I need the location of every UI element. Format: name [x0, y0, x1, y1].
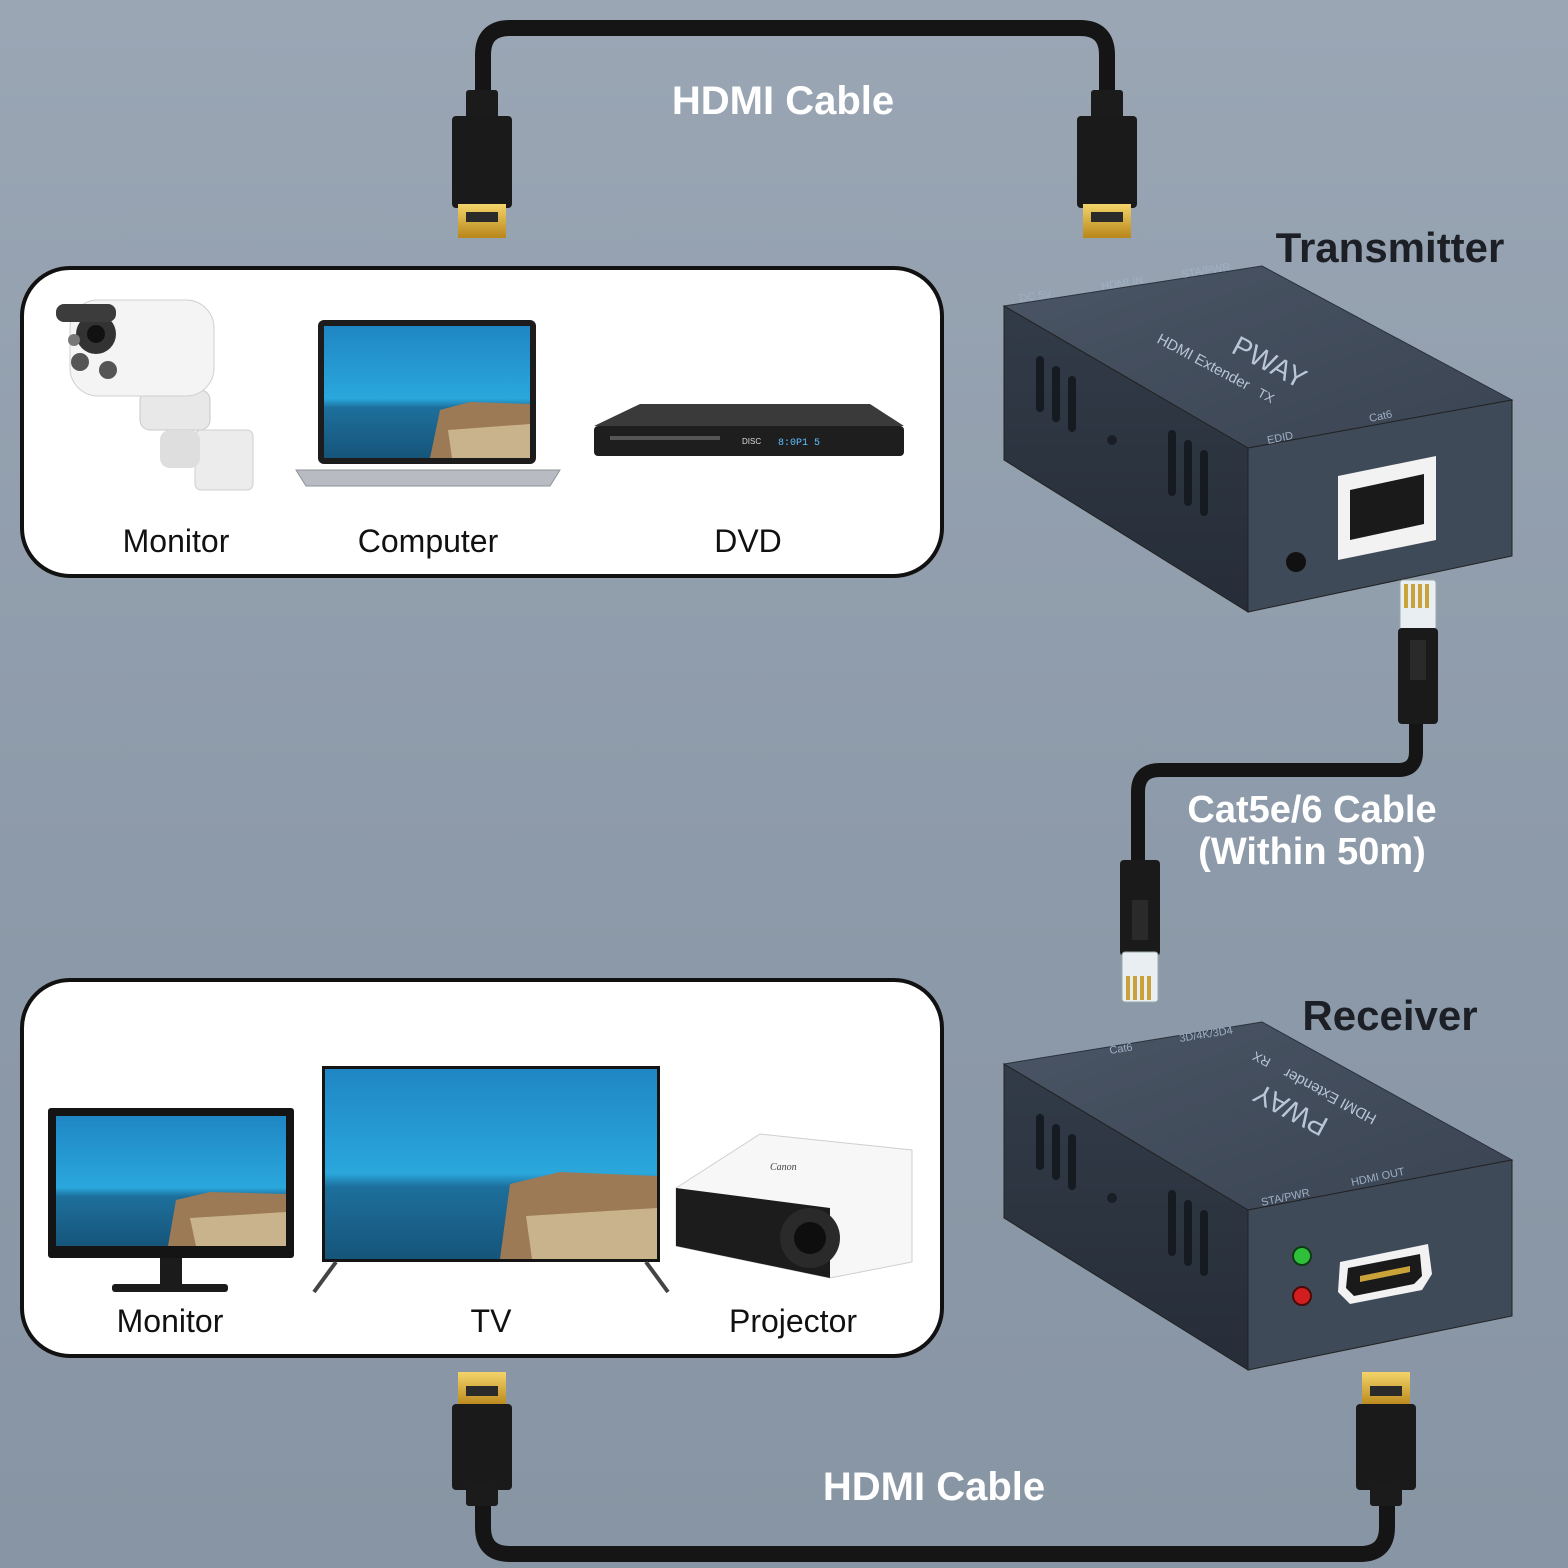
bottom-left-hdmi-connector — [452, 1372, 512, 1506]
dvd-player-icon: 8:0P1 5 DISC — [594, 404, 904, 456]
receiver-hdmi-port — [1338, 1244, 1432, 1304]
display-label-monitor: Monitor — [117, 1303, 224, 1339]
projector-icon: Canon — [675, 1133, 913, 1279]
transmitter-device: PWAY HDMI Extender TX EDID Cat6 DC 5V HD… — [1002, 224, 1514, 613]
cat-cable: Cat5e/6 Cable (Within 50m) — [1120, 579, 1438, 1003]
tv-icon — [312, 1066, 670, 1294]
bottom-rj45-connector — [1120, 860, 1160, 1003]
source-label-dvd: DVD — [714, 523, 782, 559]
transmitter-vents — [1036, 356, 1208, 516]
top-rj45-connector — [1398, 579, 1438, 724]
bottom-right-hdmi-connector — [1356, 1372, 1416, 1506]
receiver-green-led — [1292, 1246, 1312, 1266]
display-label-projector: Projector — [729, 1303, 857, 1339]
monitor-icon — [48, 1108, 294, 1292]
transmitter-port-edid: EDID — [1266, 430, 1294, 447]
dvd-display-text: 8:0P1 5 — [778, 438, 820, 449]
displays-panel: Canon Monitor TV Projector — [20, 978, 944, 1358]
receiver-port-cat6: Cat6 — [1109, 1041, 1134, 1056]
sources-panel: 8:0P1 5 DISC Monitor Computer DVD — [20, 266, 944, 578]
transmitter-port-dc: DC 5V — [1019, 288, 1054, 305]
receiver-title: Receiver — [1302, 992, 1477, 1039]
top-hdmi-cable-label: HDMI Cable — [672, 79, 894, 123]
camera-icon — [56, 299, 254, 491]
transmitter-port-cat6: Cat6 — [1368, 408, 1393, 425]
bottom-hdmi-cable-label: HDMI Cable — [823, 1465, 1045, 1509]
display-label-tv: TV — [471, 1303, 513, 1339]
receiver-red-led — [1292, 1286, 1312, 1306]
receiver-device: PWAY HDMI Extender RX STA/PWR HDMI OUT C… — [1002, 992, 1514, 1371]
cat-cable-label-line2: (Within 50m) — [1198, 831, 1426, 873]
bottom-hdmi-cable: HDMI Cable — [452, 1372, 1416, 1562]
source-label-computer: Computer — [358, 523, 499, 559]
laptop-icon — [295, 320, 561, 487]
top-right-hdmi-connector — [1077, 90, 1137, 238]
transmitter-title: Transmitter — [1276, 224, 1505, 271]
top-left-hdmi-connector — [452, 90, 512, 238]
transmitter-rj45-port — [1338, 456, 1436, 560]
transmitter-badge: TX — [1255, 385, 1277, 406]
source-label-monitor: Monitor — [123, 523, 230, 559]
dvd-brand-text: DISC — [742, 437, 761, 446]
projector-brand-text: Canon — [770, 1162, 797, 1173]
cat-cable-label-line1: Cat5e/6 Cable — [1187, 789, 1436, 831]
transmitter-edid-button — [1286, 552, 1306, 572]
top-hdmi-cable: HDMI Cable — [452, 20, 1137, 238]
receiver-vents — [1036, 1114, 1208, 1276]
